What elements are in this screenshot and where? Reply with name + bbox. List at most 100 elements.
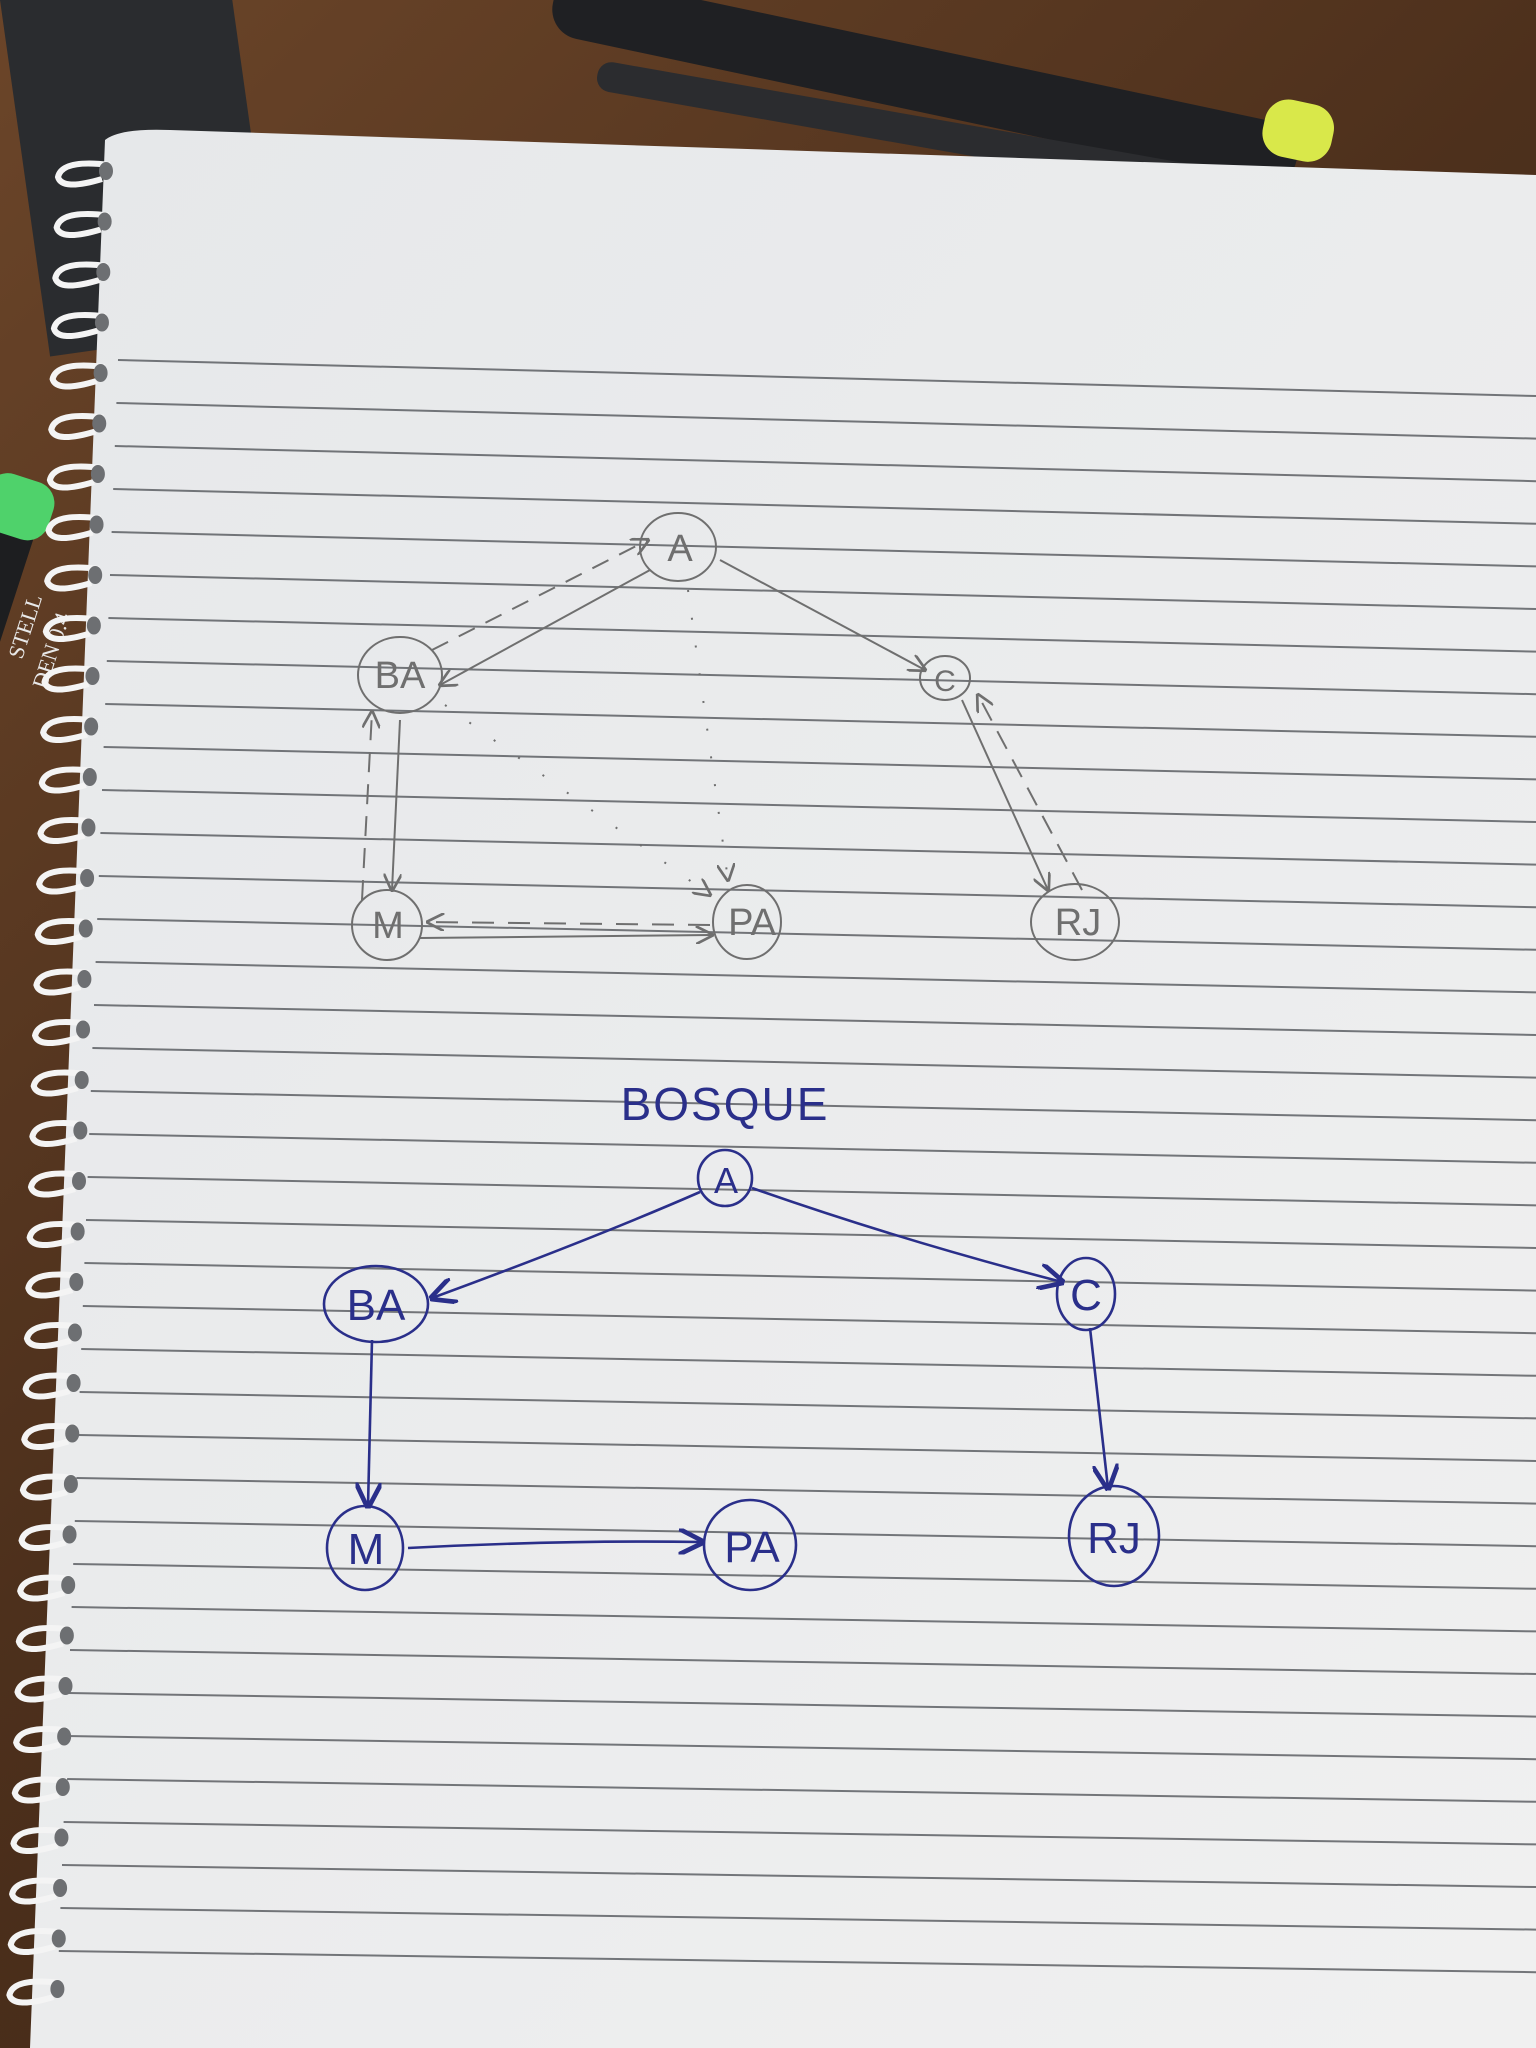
ink-graph (322, 1148, 1161, 1592)
spiral-ring (46, 463, 103, 491)
node-label: C (934, 665, 956, 698)
binding-hole (82, 768, 97, 786)
black-pen-top (552, 0, 1335, 186)
spiral-ring (14, 1675, 70, 1703)
ruled-line (76, 1477, 1536, 1505)
binding-hole (90, 465, 105, 483)
edge-a-ba-solid (440, 569, 651, 685)
edge-ba-a-dashed (431, 540, 648, 651)
edge-c-rj-solid (961, 699, 1048, 890)
edge-m-pa-solid (419, 935, 712, 938)
spiral-ring (10, 1827, 66, 1854)
spiral-ring (42, 615, 99, 642)
edge-rj-c-dashed (978, 695, 1083, 891)
binding-hole (65, 1424, 80, 1443)
edge-pa-m-dashed (428, 922, 711, 925)
ruled-line (73, 1563, 1536, 1590)
binding-hole (72, 1172, 86, 1190)
spiral-binding (6, 160, 113, 2006)
spiral-ring (30, 1069, 87, 1097)
spiral-ring (34, 918, 91, 945)
binding-hole (89, 515, 104, 534)
ruled-line (58, 1950, 1536, 1974)
ruled-line (103, 746, 1536, 781)
spiral-ring (41, 665, 97, 693)
binding-hole (67, 1323, 82, 1342)
ruled-line (114, 445, 1536, 483)
notebook-page (30, 129, 1536, 2048)
spiral-ring (52, 261, 108, 289)
spiral-ring (21, 1423, 77, 1450)
spiral-ring (19, 1473, 76, 1501)
binding-hole (50, 1980, 65, 1998)
ink-graph-labels: A BA C M PA RJ (347, 1160, 1141, 1574)
binding-hole (77, 970, 92, 988)
binding-hole (85, 667, 100, 685)
node-label: BA (347, 1281, 406, 1330)
node-circle (639, 512, 717, 582)
spiral-ring (37, 817, 93, 844)
spiral-ring (40, 716, 96, 743)
ruled-line (71, 1606, 1536, 1633)
ruled-line (87, 1176, 1536, 1207)
spiral-ring (49, 362, 105, 390)
spiral-ring (53, 211, 110, 238)
ruled-line (111, 531, 1536, 568)
ruled-lines (58, 359, 1536, 1974)
spiral-ring (44, 564, 100, 592)
spiral-ring (33, 968, 89, 996)
ruled-line (106, 660, 1536, 696)
ruled-line (63, 1821, 1536, 1846)
spiral-ring (23, 1322, 80, 1349)
ruled-line (79, 1391, 1536, 1420)
spiral-ring (48, 413, 104, 440)
ruled-line (95, 961, 1536, 994)
ruled-line (65, 1778, 1536, 1803)
node-label: A (714, 1160, 738, 1201)
spiral-ring (50, 312, 107, 339)
spiral-ring (38, 766, 95, 794)
spiral-ring (6, 1978, 62, 2006)
edge-ba-m (368, 1339, 372, 1506)
binding-hole (80, 869, 95, 887)
green-marker: STELL DEN 0.4 (0, 473, 75, 735)
ruled-line (84, 1262, 1536, 1292)
binding-hole (88, 566, 103, 584)
edge-a-c-solid (719, 559, 925, 670)
node-label: BA (375, 655, 426, 697)
ruled-line (113, 488, 1536, 525)
spiral-ring (45, 514, 101, 541)
node-circle (351, 889, 423, 961)
binding-hole (59, 1626, 74, 1645)
ruled-line (109, 574, 1536, 610)
ruled-line (90, 1090, 1536, 1122)
binding-hole (73, 1121, 88, 1140)
ruled-line (68, 1692, 1536, 1718)
ruled-line (116, 402, 1536, 440)
binding-hole (57, 1727, 72, 1746)
binding-hole (62, 1525, 77, 1544)
edge-a-ba (432, 1190, 701, 1298)
spiral-ring (31, 1019, 88, 1046)
binding-hole (92, 414, 107, 433)
binding-hole (63, 1475, 78, 1493)
ruled-line (92, 1047, 1536, 1079)
binding-hole (55, 1778, 70, 1796)
spiral-ring (13, 1726, 69, 1753)
edge-c-rj (1088, 1327, 1108, 1488)
node-label: RJ (1055, 902, 1101, 944)
pencil-graph (351, 512, 1120, 961)
ruled-line (89, 1133, 1536, 1164)
edge-ba-pa-dotted (444, 704, 710, 895)
ruled-line (81, 1348, 1536, 1377)
binding-hole (74, 1071, 89, 1089)
graph-title: BOSQUE (621, 1078, 830, 1130)
spiral-ring (15, 1625, 72, 1652)
ruled-line (85, 1219, 1536, 1249)
spiral-ring (29, 1120, 85, 1147)
node-circle (712, 884, 782, 960)
ruled-line (117, 359, 1536, 397)
ruled-line (98, 875, 1536, 909)
binding-hole (70, 1222, 85, 1241)
